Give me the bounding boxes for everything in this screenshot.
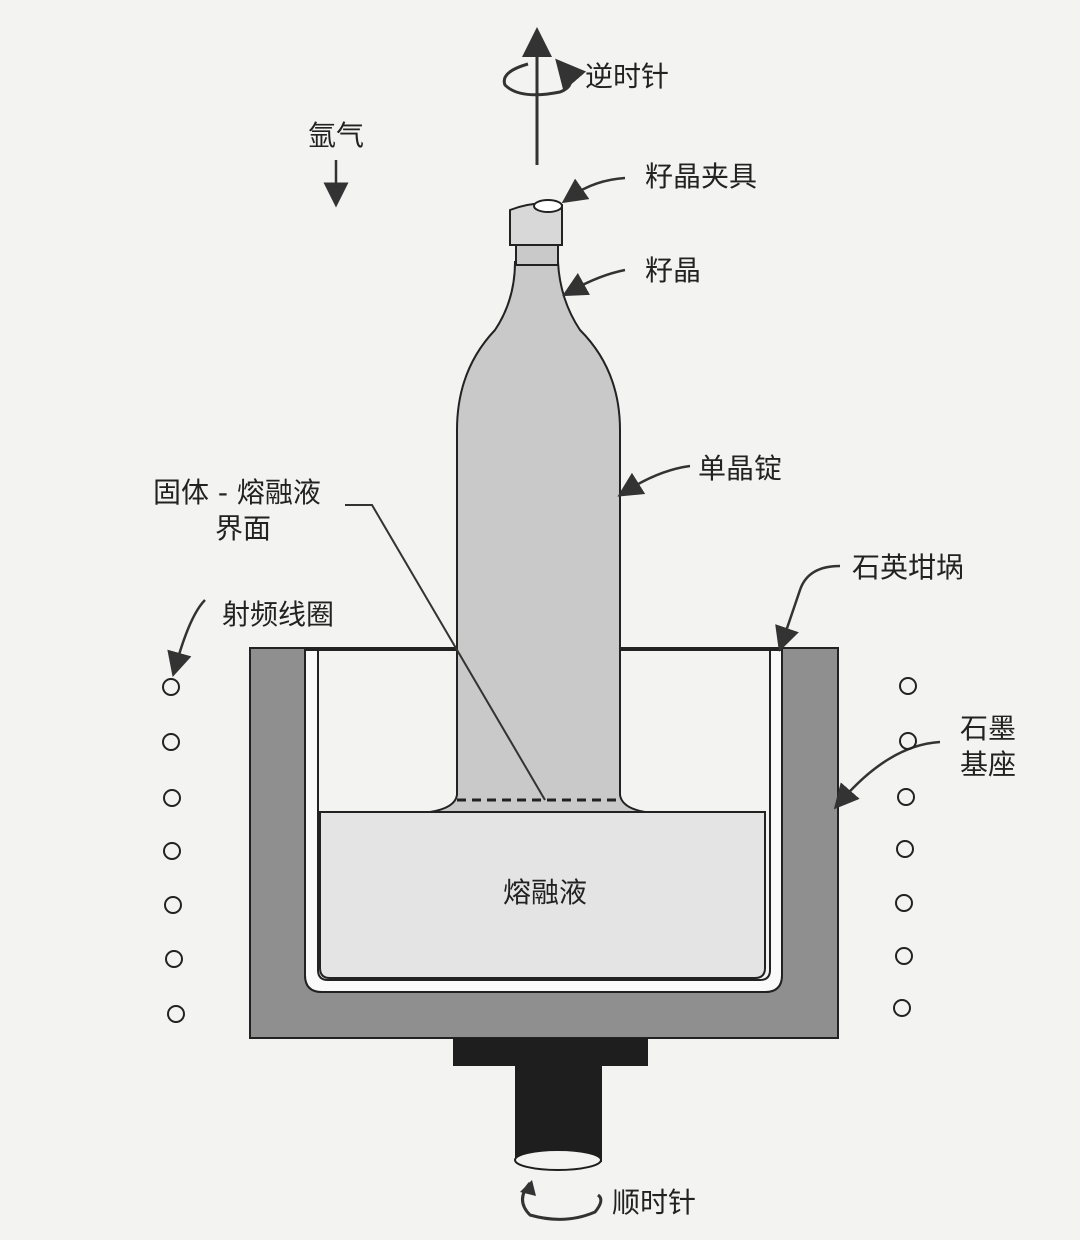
counterclockwise-rotation-icon: [502, 58, 587, 97]
single-crystal-ingot: [429, 261, 646, 813]
seed-holder-top: [533, 199, 563, 213]
label-rf-coil: 射频线圈: [222, 598, 334, 631]
label-quartz-crucible: 石英坩埚: [852, 551, 964, 584]
pointer-arrows: [167, 176, 941, 810]
clockwise-rotation-icon: [521, 1182, 603, 1221]
pedestal: [453, 1038, 648, 1066]
label-seed-holder: 籽晶夹具: [645, 160, 757, 193]
label-clockwise: 顺时针: [612, 1186, 696, 1219]
clockwise-arrowhead-icon: [520, 1180, 536, 1196]
label-seed: 籽晶: [645, 254, 701, 287]
label-graphite-line1: 石墨: [960, 712, 1016, 745]
shaft: [515, 1066, 602, 1162]
label-graphite-line2: 基座: [960, 748, 1016, 781]
label-ingot: 单晶锭: [698, 452, 782, 485]
label-interface-line2: 界面: [215, 512, 271, 545]
melt: [319, 811, 766, 979]
label-melt: 熔融液: [503, 876, 587, 909]
label-interface-line1: 固体 - 熔融液: [153, 476, 321, 509]
rf-coil-right: [893, 677, 917, 1017]
rf-coil-left: [162, 678, 185, 1023]
label-argon: 氩气: [308, 119, 364, 152]
shaft-cut: [514, 1149, 602, 1171]
seed: [515, 244, 559, 266]
quartz-crucible: [304, 649, 783, 993]
label-counterclockwise: 逆时针: [585, 60, 669, 93]
